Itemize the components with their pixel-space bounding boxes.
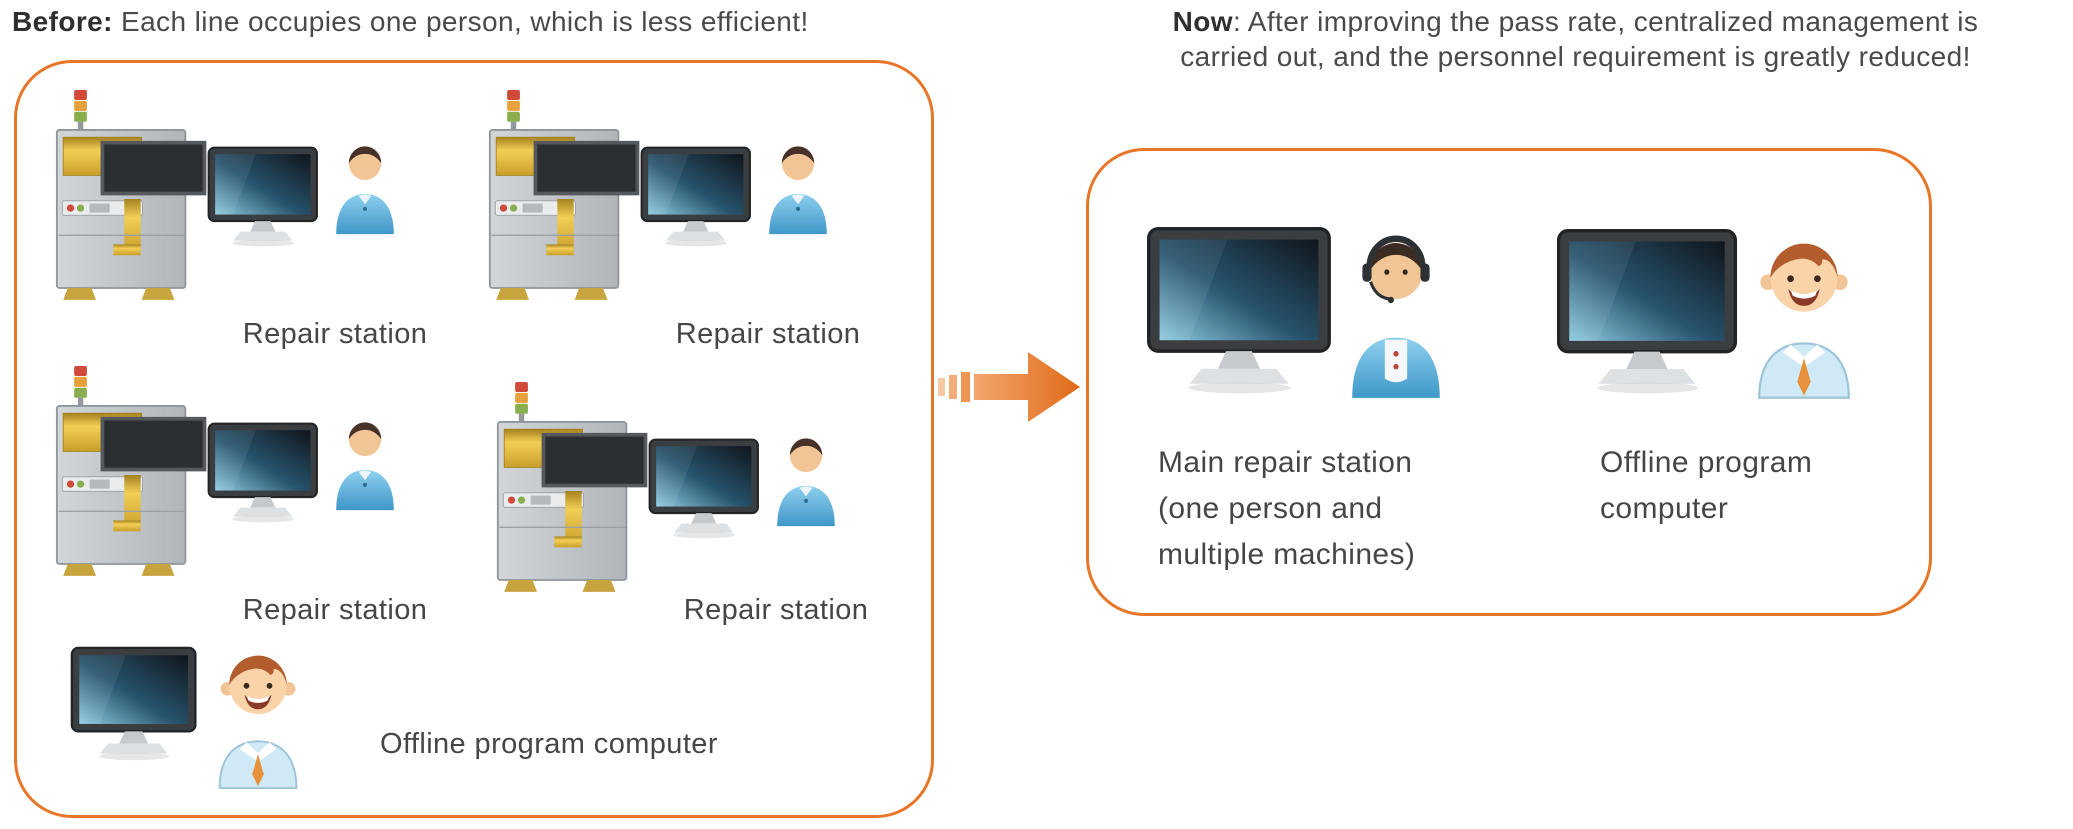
now-title-bold: Now — [1172, 6, 1233, 37]
headset-operator-icon — [1340, 228, 1452, 400]
aoi-machine-icon — [488, 90, 643, 308]
now-title: Now: After improving the pass rate, cent… — [1078, 4, 2073, 74]
transition-arrow-icon — [938, 348, 1083, 426]
monitor-icon — [207, 146, 321, 248]
monitor-icon — [1556, 228, 1742, 396]
offline-computer-label-now: Offline program computer — [1600, 440, 1812, 532]
offline-label-line: computer — [1600, 492, 1729, 525]
monitor-icon — [70, 646, 200, 762]
before-title: Before: Each line occupies one person, w… — [12, 6, 809, 38]
repair-station-group: Repair station — [496, 382, 956, 652]
offline-computer-group: Offline program computer — [70, 640, 850, 805]
aoi-machine-icon — [55, 366, 210, 584]
repair-station-group: Repair station — [488, 90, 948, 360]
operator-icon — [770, 430, 842, 528]
station-label: Repair station — [242, 594, 428, 626]
before-title-bold: Before: — [12, 6, 113, 37]
station-label: Repair station — [675, 318, 861, 350]
main-station-label-line: (one person and — [1158, 492, 1383, 525]
offline-label-line: Offline program — [1600, 446, 1813, 479]
monitor-icon — [1146, 226, 1336, 396]
main-station-label-line: Main repair station — [1158, 446, 1413, 479]
monitor-icon — [648, 438, 762, 540]
main-station-label-line: multiple machines) — [1158, 538, 1416, 571]
monitor-icon — [640, 146, 754, 248]
now-title-line1: : After improving the pass rate, central… — [1232, 6, 1979, 37]
before-title-rest: Each line occupies one person, which is … — [112, 6, 809, 37]
programmer-icon — [210, 644, 306, 790]
offline-computer-label: Offline program computer — [380, 728, 718, 760]
main-repair-station-group — [1146, 226, 1466, 406]
offline-computer-group-now — [1556, 228, 1876, 408]
repair-station-group: Repair station — [55, 90, 515, 360]
now-title-line2: carried out, and the personnel requireme… — [1180, 41, 1971, 72]
aoi-machine-icon — [55, 90, 210, 308]
operator-icon — [762, 138, 834, 236]
programmer-icon — [1748, 230, 1860, 400]
station-label: Repair station — [242, 318, 428, 350]
operator-icon — [329, 414, 401, 512]
station-label: Repair station — [683, 594, 869, 626]
repair-station-group: Repair station — [55, 366, 515, 636]
main-station-label: Main repair station (one person and mult… — [1158, 440, 1415, 578]
aoi-machine-icon — [496, 382, 651, 600]
operator-icon — [329, 138, 401, 236]
monitor-icon — [207, 422, 321, 524]
